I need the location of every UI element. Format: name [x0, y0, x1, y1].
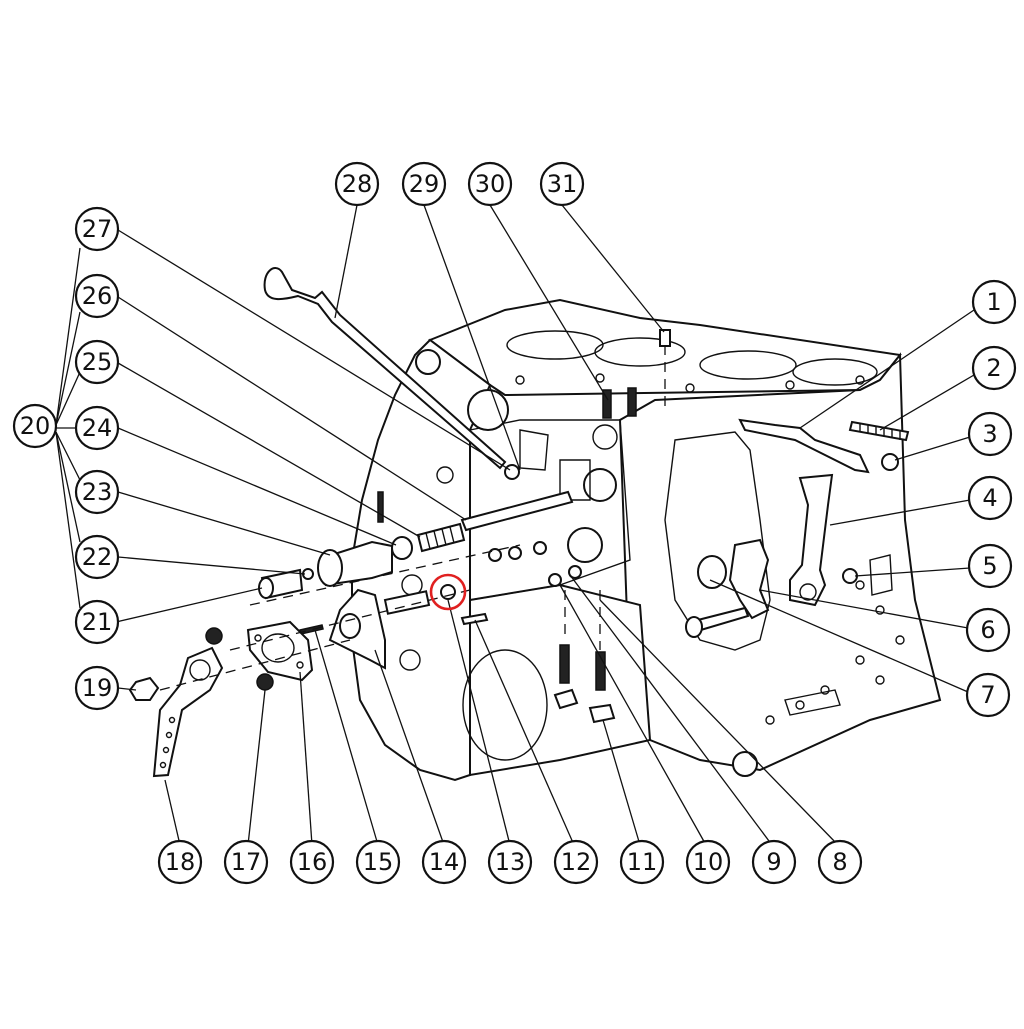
svg-text:4: 4	[982, 484, 997, 512]
part-governor-arm	[728, 538, 770, 620]
leader-lines	[55, 204, 975, 846]
callout-7: 7	[965, 672, 1011, 718]
svg-text:17: 17	[231, 848, 262, 876]
callout-6: 6	[965, 607, 1011, 653]
callout-22: 22	[74, 534, 120, 580]
part-stud-10	[559, 644, 570, 684]
svg-text:13: 13	[495, 848, 526, 876]
callout-27: 27	[74, 206, 120, 252]
callout-19: 19	[74, 665, 120, 711]
svg-text:25: 25	[82, 348, 113, 376]
svg-text:2: 2	[986, 354, 1001, 382]
svg-text:26: 26	[82, 282, 113, 310]
part-nut-19	[128, 676, 160, 701]
part-washer-13	[440, 584, 456, 600]
svg-text:24: 24	[82, 414, 113, 442]
svg-text:19: 19	[82, 674, 113, 702]
callout-10: 10	[685, 839, 731, 885]
svg-text:6: 6	[980, 616, 995, 644]
callout-14: 14	[421, 839, 467, 885]
callout-28: 28	[334, 161, 380, 207]
svg-text:12: 12	[561, 848, 592, 876]
part-nut-3	[881, 453, 899, 471]
part-stud-b	[627, 387, 637, 417]
part-bracket	[738, 418, 870, 474]
callout-3: 3	[967, 411, 1013, 457]
part-dowel	[659, 329, 671, 347]
callout-5: 5	[967, 543, 1013, 589]
svg-text:18: 18	[165, 848, 196, 876]
highlight-ring	[429, 573, 467, 611]
part-washer	[504, 464, 520, 480]
part-spring	[848, 420, 910, 442]
svg-text:11: 11	[627, 848, 658, 876]
part-nut-17	[256, 673, 274, 691]
part-gasket-plate	[246, 620, 314, 682]
svg-text:29: 29	[409, 170, 440, 198]
svg-text:16: 16	[297, 848, 328, 876]
part-pushrod	[460, 490, 574, 532]
part-stud-a	[602, 389, 612, 419]
svg-text:10: 10	[693, 848, 724, 876]
callout-4: 4	[967, 475, 1013, 521]
part-lever	[789, 473, 834, 607]
callout-13: 13	[487, 839, 533, 885]
callout-15: 15	[355, 839, 401, 885]
callout-8: 8	[817, 839, 863, 885]
svg-text:8: 8	[832, 848, 847, 876]
svg-text:30: 30	[475, 170, 506, 198]
svg-text:9: 9	[766, 848, 781, 876]
svg-text:14: 14	[429, 848, 460, 876]
callout-16: 16	[289, 839, 335, 885]
svg-text:31: 31	[547, 170, 578, 198]
part-washer-5	[842, 568, 858, 584]
svg-text:15: 15	[363, 848, 394, 876]
svg-text:22: 22	[82, 543, 113, 571]
callout-24: 24	[74, 405, 120, 451]
callout-30: 30	[467, 161, 513, 207]
svg-text:3: 3	[982, 420, 997, 448]
svg-text:27: 27	[82, 215, 113, 243]
callout-2: 2	[971, 345, 1017, 391]
callout-18: 18	[157, 839, 203, 885]
callout-9: 9	[751, 839, 797, 885]
part-o-ring	[391, 536, 413, 560]
part-stud-11	[595, 651, 606, 691]
callout-20: 20	[12, 403, 58, 449]
callout-12: 12	[553, 839, 599, 885]
callout-1: 1	[971, 279, 1017, 325]
callout-26: 26	[74, 273, 120, 319]
callout-23: 23	[74, 469, 120, 515]
callout-25: 25	[74, 339, 120, 385]
exploded-parts	[128, 267, 910, 778]
part-control-lever	[152, 646, 224, 778]
callout-17: 17	[223, 839, 269, 885]
svg-text:21: 21	[82, 608, 113, 636]
svg-text:7: 7	[980, 681, 995, 709]
svg-text:5: 5	[982, 552, 997, 580]
callout-21: 21	[74, 599, 120, 645]
callout-31: 31	[539, 161, 585, 207]
svg-text:28: 28	[342, 170, 373, 198]
callout-29: 29	[401, 161, 447, 207]
svg-text:20: 20	[20, 412, 51, 440]
svg-text:1: 1	[986, 288, 1001, 316]
svg-text:23: 23	[82, 478, 113, 506]
part-dipstick	[263, 267, 507, 470]
callout-11: 11	[619, 839, 665, 885]
part-spring-cup	[697, 555, 727, 589]
